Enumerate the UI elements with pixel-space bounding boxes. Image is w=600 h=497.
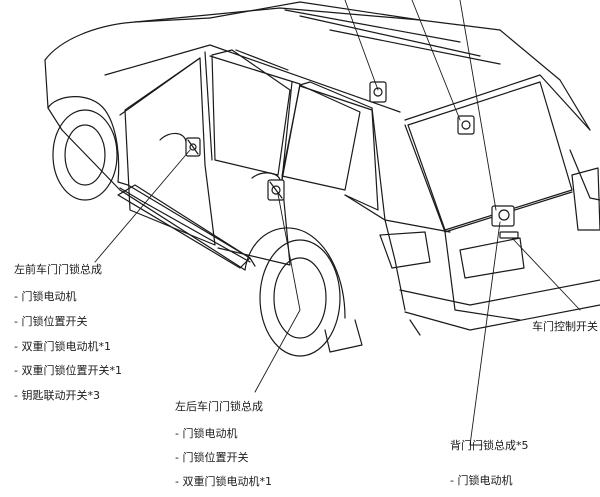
front-left-item: - 门锁电动机 [14, 290, 77, 303]
front-left-lock-title: 左前车门门锁总成 [14, 263, 102, 276]
rear-left-item: - 双重门锁电动机*1 [175, 475, 272, 488]
rear-left-item: - 门锁位置开关 [175, 451, 249, 464]
leader-lines [94, 0, 581, 446]
front-left-item: - 钥匙联动开关*3 [14, 389, 100, 402]
back-door-switch-title: 车门控制开关 [532, 320, 598, 333]
back-door-item: - 门锁电动机 [450, 474, 513, 487]
lock-back-door-icon [491, 205, 519, 239]
lock-rear-upper-icon [457, 115, 475, 135]
rear-left-lock-title: 左后车门门锁总成 [175, 400, 263, 413]
front-left-item: - 门锁位置开关 [14, 315, 88, 328]
lock-rear-left-icon [267, 179, 285, 201]
rear-left-item: - 门锁电动机 [175, 427, 238, 440]
lock-front-left-icon [185, 137, 201, 157]
front-left-item: - 双重门锁位置开关*1 [14, 364, 122, 377]
car-body [44, 1, 600, 357]
lock-rear-right-icon [369, 81, 387, 103]
back-door-lock-title: 背门门锁总成*5 [450, 439, 529, 452]
front-left-item: - 双重门锁电动机*1 [14, 340, 111, 353]
